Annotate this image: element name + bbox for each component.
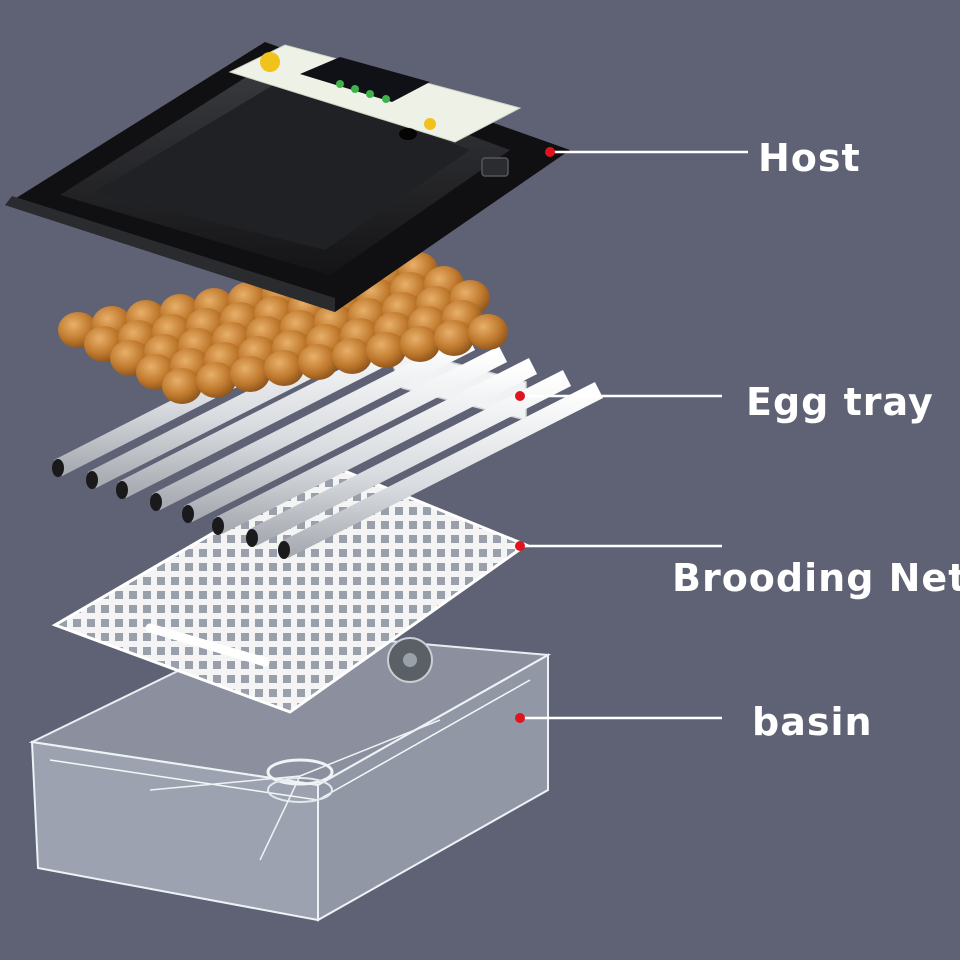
host-marker-dot [545,147,555,157]
egg [400,326,440,362]
egg [264,350,304,386]
tray-rod [247,369,572,547]
brooding-net-marker-dot [515,541,525,551]
rod-end-cap [212,517,224,535]
egg [468,314,508,350]
chick-logo-icon [260,52,280,72]
rod-end-cap [150,493,162,511]
rod-end-cap [182,505,194,523]
callouts [515,147,748,723]
egg-tray-marker-dot [515,391,525,401]
egg [196,362,236,398]
egg [230,356,270,392]
rod-end-cap [246,529,258,547]
basin-marker-dot [515,713,525,723]
rod-end-cap [52,459,64,477]
tray-rod [151,333,476,511]
egg [162,368,202,404]
egg [366,332,406,368]
basin-part [28,628,552,922]
tray-rod [183,345,508,523]
power-socket-icon [481,157,509,177]
label-brooding-net: Brooding Net [672,556,960,600]
rod-end-cap [116,481,128,499]
tray-rod [213,357,538,535]
egg [332,338,372,374]
label-basin: basin [752,700,873,744]
rod-end-cap [86,471,98,489]
rod-end-cap [278,541,290,559]
egg [434,320,474,356]
label-egg-tray: Egg tray [746,380,934,424]
tray-rod [279,381,604,559]
host-part [5,42,570,312]
label-host: Host [758,136,861,180]
egg [298,344,338,380]
